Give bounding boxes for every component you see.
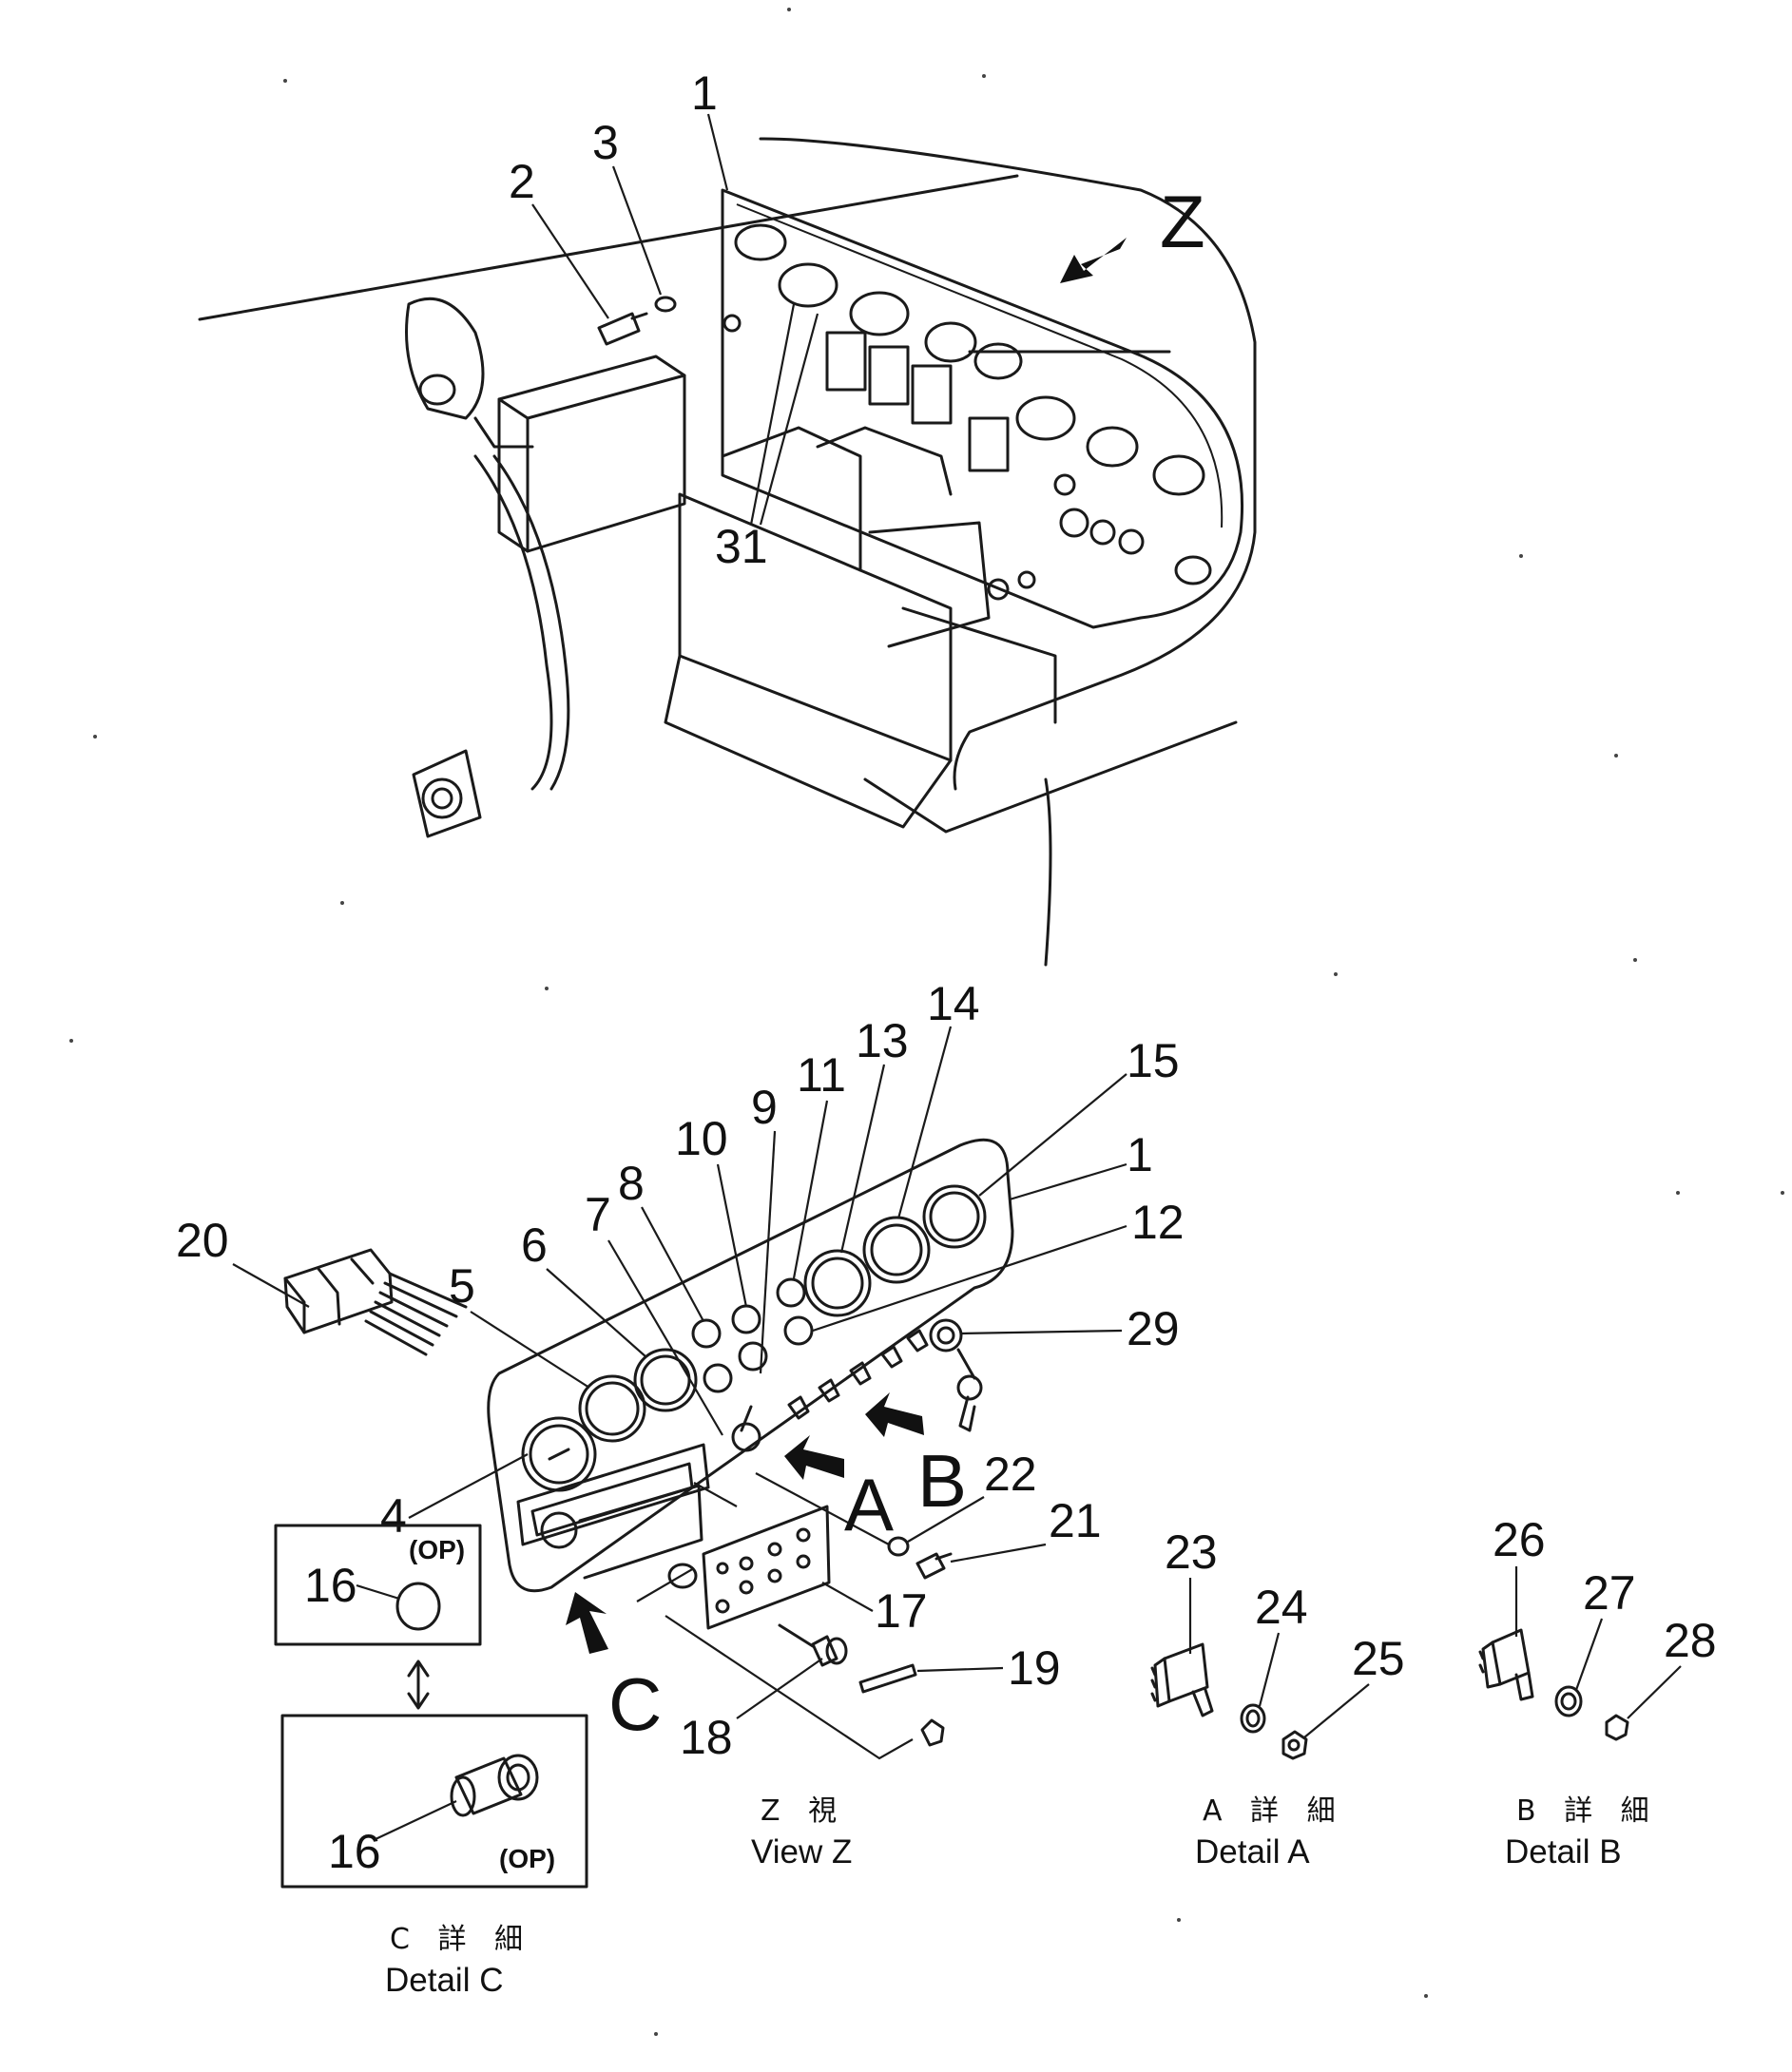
callout-17: 17 xyxy=(875,1584,928,1638)
view-z-arrow xyxy=(1060,238,1127,283)
view-z-panel-drawing xyxy=(283,1138,1014,1760)
callout-8: 8 xyxy=(618,1157,645,1210)
callout-25: 25 xyxy=(1352,1632,1405,1685)
detail-b-caption-ja: B 詳 細 xyxy=(1516,1794,1659,1828)
callout-3: 3 xyxy=(592,116,619,169)
detail-b-arrow xyxy=(865,1392,924,1437)
callout-5: 5 xyxy=(449,1259,475,1313)
callout-16-upper: 16 xyxy=(304,1559,357,1612)
callout-23: 23 xyxy=(1165,1525,1218,1579)
callout-21: 21 xyxy=(1049,1494,1102,1547)
callout-24: 24 xyxy=(1255,1581,1308,1634)
callout-10: 10 xyxy=(675,1112,728,1165)
detail-c-caption-en: Detail C xyxy=(385,1962,503,1999)
callout-6: 6 xyxy=(521,1218,548,1272)
callout-16-lower: 16 xyxy=(328,1825,381,1878)
detail-c-arrow xyxy=(566,1592,608,1654)
callout-11: 11 xyxy=(797,1048,846,1102)
callout-19: 19 xyxy=(1008,1641,1061,1695)
callout-31: 31 xyxy=(715,520,768,573)
callout-4: 4 xyxy=(380,1489,407,1543)
callout-1-panel: 1 xyxy=(1127,1128,1153,1181)
view-z-caption-ja: Z 視 xyxy=(761,1794,846,1828)
scan-speckles xyxy=(69,8,1784,2036)
callout-22: 22 xyxy=(984,1448,1037,1501)
callout-13: 13 xyxy=(856,1014,909,1067)
switch-pods xyxy=(734,223,1212,585)
callout-26: 26 xyxy=(1493,1513,1546,1566)
callout-20: 20 xyxy=(176,1214,229,1267)
callout-2: 2 xyxy=(509,155,535,208)
detail-a-arrow xyxy=(784,1435,844,1480)
detail-a-caption-en: Detail A xyxy=(1195,1833,1310,1871)
detail-b-drawing xyxy=(1478,1628,1629,1741)
callout-7: 7 xyxy=(585,1188,611,1241)
detail-c-caption-ja: C 詳 細 xyxy=(390,1923,532,1956)
callout-12: 12 xyxy=(1131,1196,1185,1249)
view-z-caption-en: View Z xyxy=(751,1833,852,1871)
callout-28: 28 xyxy=(1664,1614,1717,1667)
detail-a-letter: A xyxy=(844,1463,894,1546)
detail-c-box-lower xyxy=(280,1714,588,1889)
detail-c-op-label-lower: (OP) xyxy=(499,1844,555,1873)
detail-c-op-label-upper: (OP) xyxy=(409,1535,465,1564)
detail-c-box-upper xyxy=(274,1524,482,1646)
callout-29: 29 xyxy=(1127,1302,1180,1355)
callout-9: 9 xyxy=(751,1081,778,1134)
callout-15: 15 xyxy=(1127,1034,1180,1087)
callout-14: 14 xyxy=(927,977,980,1030)
top-assembly-drawing xyxy=(198,137,1257,967)
detail-a-drawing xyxy=(1150,1642,1308,1760)
detail-c-interchange-arrow xyxy=(407,1660,430,1710)
view-z-letter: Z xyxy=(1160,180,1205,263)
callout-27: 27 xyxy=(1583,1566,1636,1620)
callout-18: 18 xyxy=(680,1711,733,1764)
detail-a-caption-ja: A 詳 細 xyxy=(1203,1794,1345,1828)
detail-b-caption-en: Detail B xyxy=(1505,1833,1622,1871)
detail-b-letter: B xyxy=(917,1439,967,1523)
callout-1-top: 1 xyxy=(691,67,718,120)
detail-c-letter: C xyxy=(608,1662,662,1746)
